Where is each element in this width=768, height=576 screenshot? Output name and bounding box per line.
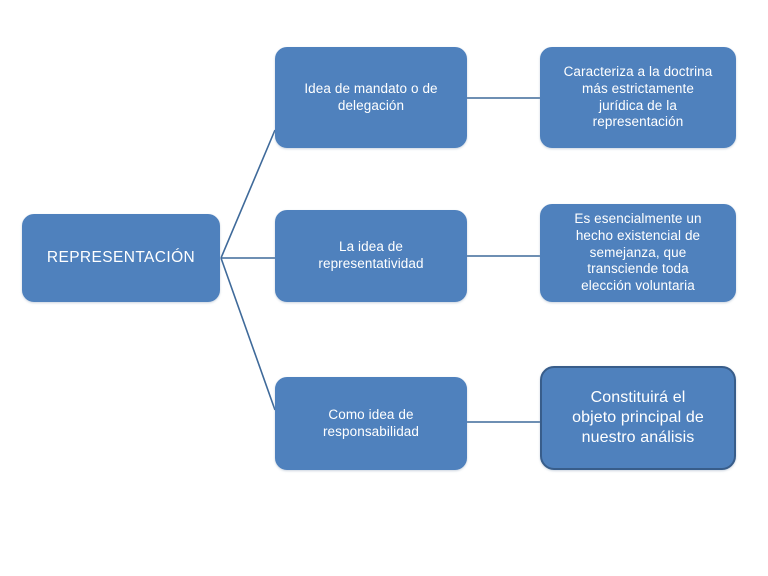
node-root-representacion[interactable]: REPRESENTACIÓN bbox=[22, 214, 220, 302]
node-detail-1-label: Caracteriza a la doctrina más estrictame… bbox=[563, 64, 713, 130]
node-branch-idea-de-responsabilidad[interactable]: Como idea de responsabilidad bbox=[275, 377, 467, 470]
node-branch-2-label: La idea de representatividad bbox=[318, 239, 424, 271]
node-detail-3-label: Constituirá el objeto principal de nuest… bbox=[572, 389, 704, 446]
node-root-label: REPRESENTACIÓN bbox=[46, 249, 196, 267]
node-detail-2-label: Es esencialmente un hecho existencial de… bbox=[574, 211, 702, 294]
node-branch-3-label: Como idea de responsabilidad bbox=[322, 406, 420, 439]
node-branch-1-label: Idea de mandato o de delegación bbox=[304, 80, 438, 113]
connector-root-to-branch-3 bbox=[220, 257, 276, 411]
node-detail-hecho-existencial[interactable]: Es esencialmente un hecho existencial de… bbox=[540, 204, 736, 302]
node-detail-doctrina-juridica[interactable]: Caracteriza a la doctrina más estrictame… bbox=[540, 47, 736, 148]
connector-root-to-branch-1 bbox=[220, 129, 276, 259]
node-branch-idea-de-mandato[interactable]: Idea de mandato o de delegación bbox=[275, 47, 467, 148]
node-detail-objeto-principal[interactable]: Constituirá el objeto principal de nuest… bbox=[540, 366, 736, 470]
node-branch-idea-de-representatividad[interactable]: La idea de representatividad bbox=[275, 210, 467, 302]
